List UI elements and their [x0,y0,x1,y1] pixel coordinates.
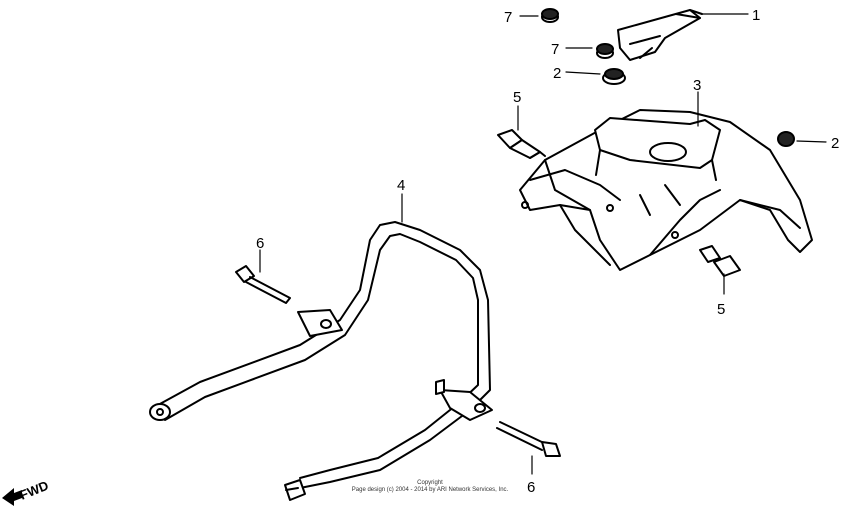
callout-5-upper: 5 [513,89,521,106]
part-5-spacer-lower [699,245,741,277]
callout-2-right: 2 [831,135,839,152]
part-6-bolt-upper [235,265,291,304]
part-2-grommet-top [602,68,626,85]
callout-6-upper: 6 [256,235,264,252]
part-7-nut-top [541,8,559,23]
part-6-bolt-lower [496,421,561,457]
part-7-nut-second [596,43,614,59]
part-3-rear-fender [519,109,813,271]
copyright-notice: Copyright Page design (c) 2004 - 2014 by… [300,480,560,494]
part-4-grab-rail [149,221,493,501]
callout-3: 3 [693,77,701,94]
forward-indicator: FWD [0,470,70,510]
copyright-line-2: Page design (c) 2004 - 2014 by ARI Netwo… [351,487,509,493]
callout-6-lower: 6 [527,479,535,496]
callout-2-top: 2 [553,65,561,82]
leader-lines [259,13,827,475]
callout-5-lower: 5 [717,301,725,318]
part-2-grommet-right [777,131,795,147]
copyright-line-1: Copyright [417,480,443,486]
callout-4: 4 [397,177,405,194]
fwd-label: FWD [18,478,51,503]
callout-1: 1 [752,7,760,24]
callout-7-second: 7 [551,41,559,58]
forward-arrow-icon [2,488,22,506]
callout-7-top: 7 [504,9,512,26]
part-1-strap-bracket [617,9,703,61]
part-5-spacer-upper [497,129,546,159]
